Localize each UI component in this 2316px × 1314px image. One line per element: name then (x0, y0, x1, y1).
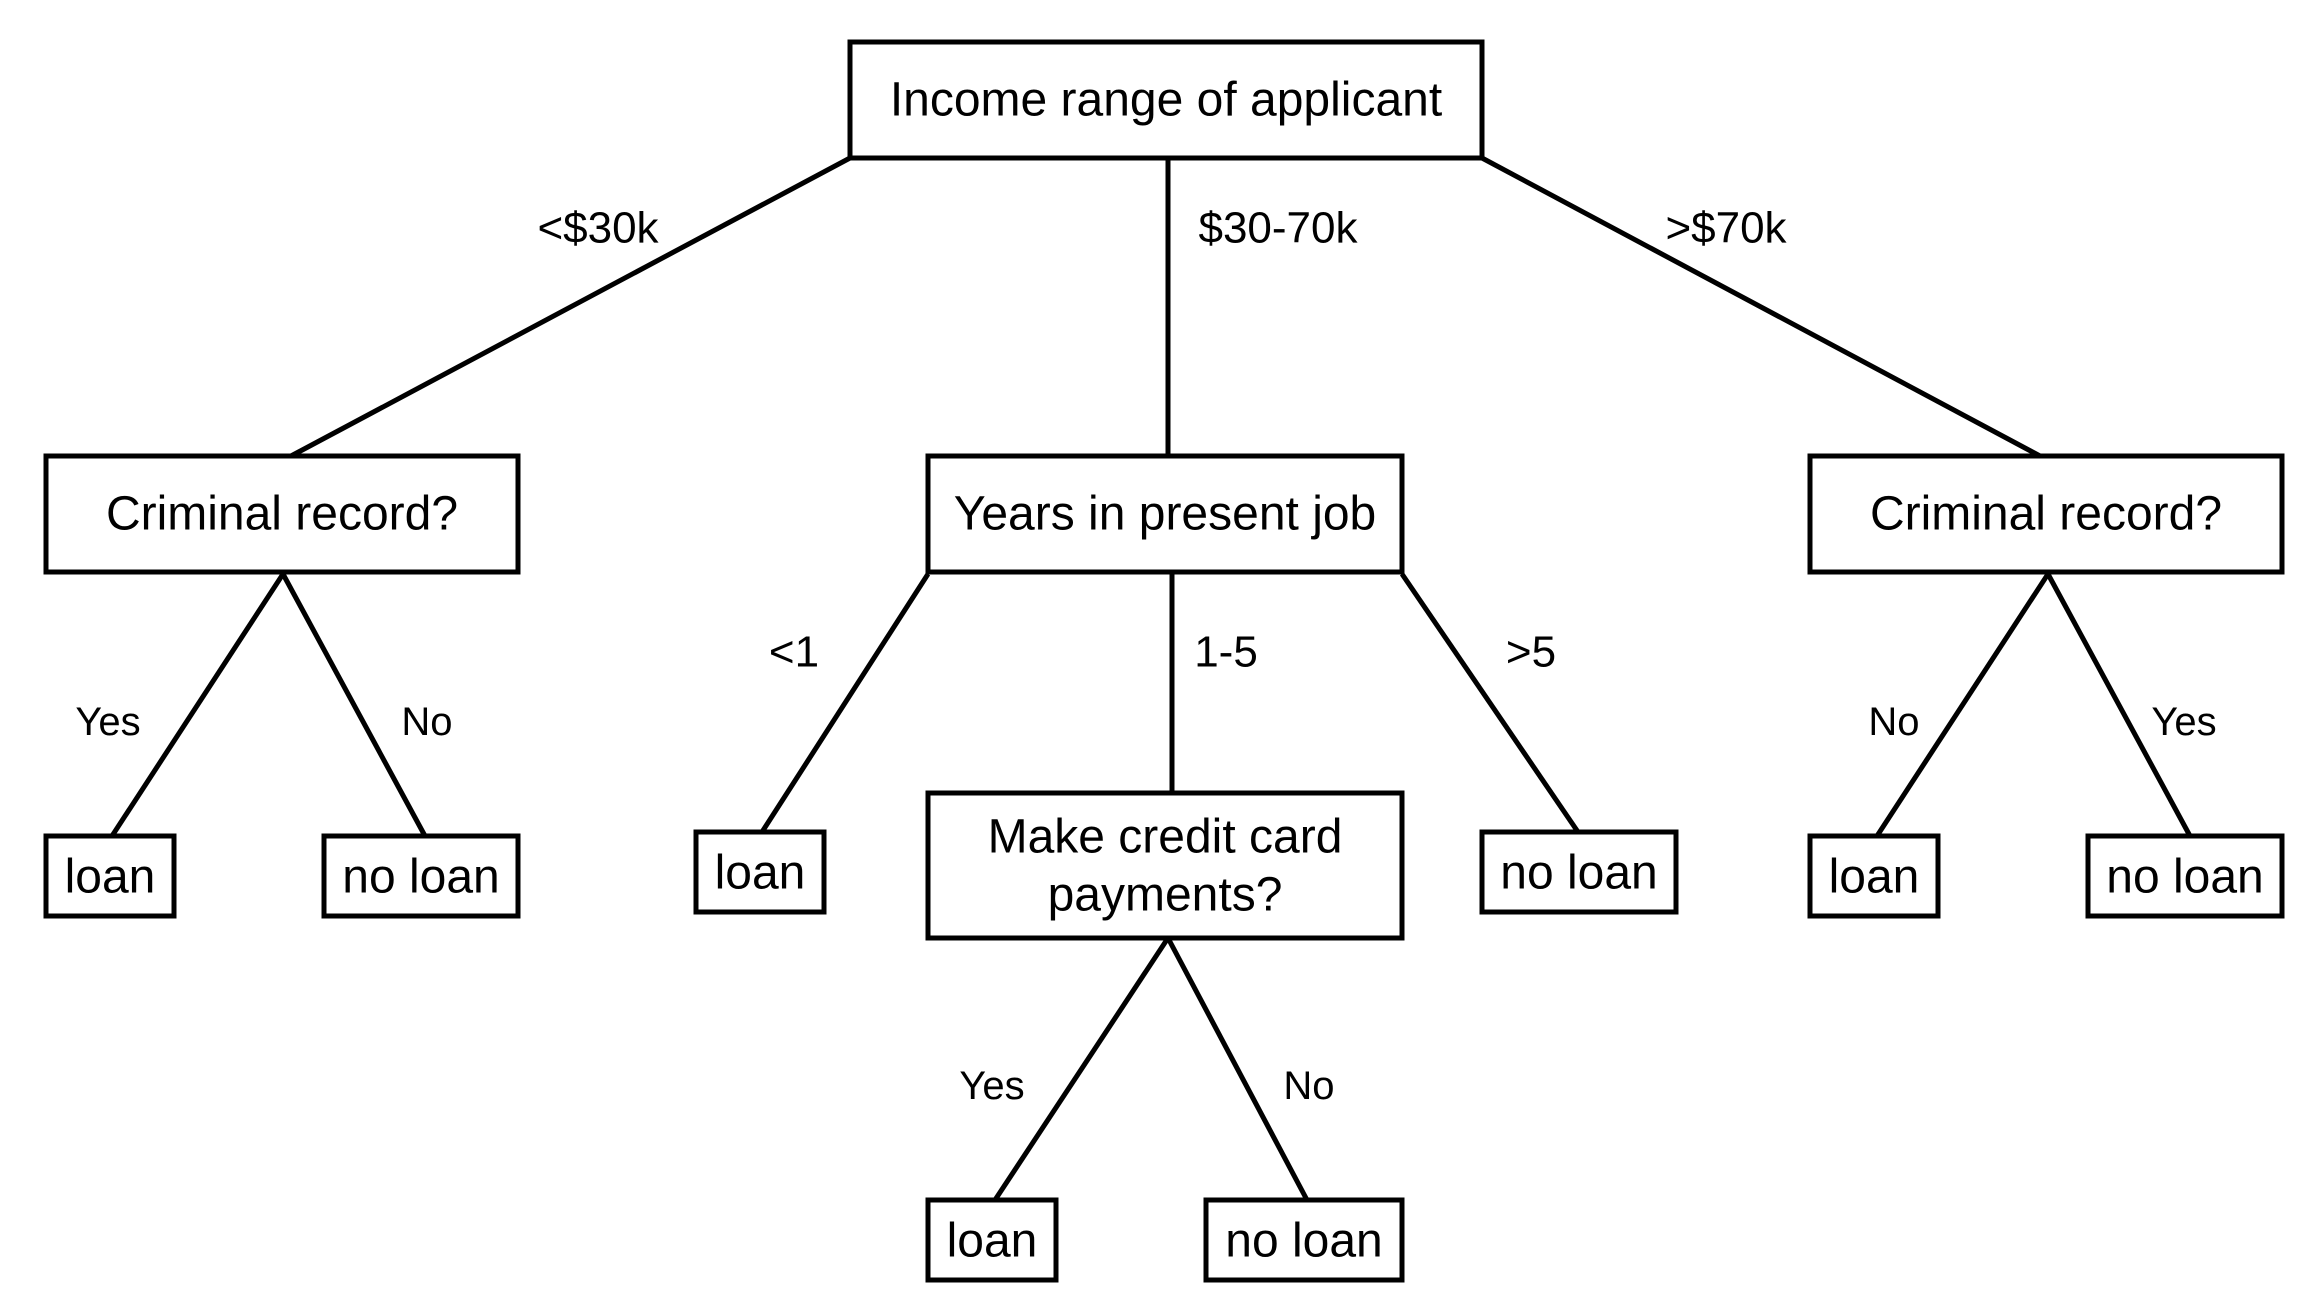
left-yes-label: Yes (75, 700, 140, 744)
right-no-label: No (1868, 700, 1919, 744)
branch-label-mid: $30-70k (1198, 204, 1358, 253)
edge-right-yes (2045, 572, 2193, 838)
edge-left-yes (109, 572, 286, 838)
edge-sub-yes (992, 936, 1171, 1202)
middle-lt1-label: <1 (769, 628, 819, 677)
edge-middle-gt5 (1399, 572, 1581, 834)
edge-left-no (280, 572, 428, 838)
middle-gt5-leaf-label: no loan (1500, 847, 1657, 900)
left-question-node: Criminal record? (43, 453, 521, 575)
sub-yes-leaf-label: loan (947, 1215, 1038, 1268)
right-no-leaf: loan (1807, 833, 1941, 919)
sub-no-leaf-box (1203, 1197, 1405, 1283)
left-yes-leaf: loan (43, 833, 177, 919)
root-box (847, 39, 1485, 161)
left-no-label: No (401, 700, 452, 744)
sub-question-box (925, 790, 1405, 941)
right-yes-label: Yes (2151, 700, 2216, 744)
sub-yes-label: Yes (959, 1064, 1024, 1108)
right-question-node: Criminal record? (1807, 453, 2285, 575)
branch-label-high: >$70k (1665, 204, 1787, 253)
left-question-label: Criminal record? (106, 488, 458, 541)
middle-gt5-leaf-box (1479, 829, 1679, 915)
left-question-box (43, 453, 521, 575)
sub-yes-leaf: loan (925, 1197, 1059, 1283)
edge-right-no (1874, 572, 2051, 838)
left-yes-leaf-label: loan (65, 851, 156, 904)
right-question-label: Criminal record? (1870, 488, 2222, 541)
right-no-leaf-label: loan (1829, 851, 1920, 904)
root-node: Income range of applicant (847, 39, 1485, 161)
right-no-leaf-box (1807, 833, 1941, 919)
sub-yes-leaf-box (925, 1197, 1059, 1283)
tree-edges (109, 155, 2193, 1202)
middle-gt5-label: >5 (1506, 628, 1556, 677)
sub-no-leaf-label: no loan (1225, 1215, 1382, 1268)
sub-question-line2: payments? (1048, 869, 1283, 922)
edge-root-to-right (1480, 155, 2042, 459)
middle-gt5-leaf: no loan (1479, 829, 1679, 915)
middle-lt1-leaf-box (693, 829, 827, 915)
right-yes-leaf: no loan (2085, 833, 2285, 919)
left-yes-leaf-box (43, 833, 177, 919)
middle-question-box (925, 453, 1405, 575)
middle-question-label: Years in present job (954, 488, 1377, 541)
left-no-leaf: no loan (321, 833, 521, 919)
right-yes-leaf-label: no loan (2106, 851, 2263, 904)
edge-sub-no (1165, 936, 1310, 1202)
sub-question-node: Make credit card payments? (925, 790, 1405, 941)
edge-root-to-left (289, 155, 852, 459)
left-no-leaf-label: no loan (342, 851, 499, 904)
root-label: Income range of applicant (890, 74, 1442, 127)
middle-1to5-label: 1-5 (1194, 628, 1258, 677)
sub-no-leaf: no loan (1203, 1197, 1405, 1283)
middle-question-node: Years in present job (925, 453, 1405, 575)
middle-lt1-leaf-label: loan (715, 847, 806, 900)
edge-middle-lt1 (759, 572, 931, 834)
right-question-box (1807, 453, 2285, 575)
left-no-leaf-box (321, 833, 521, 919)
sub-no-label: No (1283, 1064, 1334, 1108)
sub-question-line1: Make credit card (988, 811, 1343, 864)
branch-label-low: <$30k (537, 204, 659, 253)
right-yes-leaf-box (2085, 833, 2285, 919)
middle-lt1-leaf: loan (693, 829, 827, 915)
